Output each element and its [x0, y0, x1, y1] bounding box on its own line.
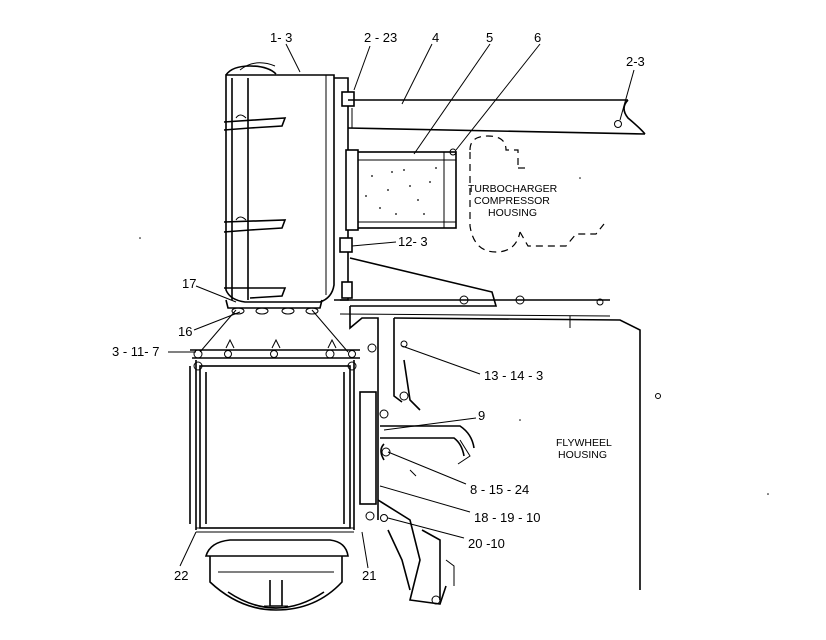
callout-20-10: 20 -10: [468, 536, 505, 551]
callout-17: 17: [182, 276, 196, 291]
turbo-label-line1: TURBOCHARGER: [468, 183, 558, 195]
flywheel-label-line2: HOUSING: [558, 449, 607, 461]
annotations: TURBOCHARGER COMPRESSOR HOUSING FLYWHEEL…: [468, 183, 612, 461]
callout-18-19-10: 18 - 19 - 10: [474, 510, 541, 525]
flywheel-label-line1: FLYWHEEL: [556, 437, 612, 449]
turbocharger-outline: [469, 135, 605, 253]
lower-filter: [189, 338, 377, 533]
callout-21: 21: [362, 568, 376, 583]
callout-6: 6: [534, 30, 541, 45]
callout-12-3: 12- 3: [398, 234, 428, 249]
callout-9: 9: [478, 408, 485, 423]
precleaner-cap: [204, 539, 349, 611]
turbo-label-line3: HOUSING: [488, 207, 537, 219]
callout-5: 5: [486, 30, 493, 45]
callout-22: 22: [174, 568, 188, 583]
mounting-bracket: [349, 306, 661, 590]
turbo-label-line2: COMPRESSOR: [474, 195, 550, 207]
callout-13-14-3: 13 - 14 - 3: [484, 368, 543, 383]
hose: [345, 148, 457, 231]
lower-bracket: [365, 469, 455, 605]
stray-marks: [139, 177, 769, 495]
tube-clamp: [379, 409, 475, 465]
callout-2-3: 2-3: [626, 54, 645, 69]
intake-tube: [347, 99, 646, 135]
upper-bracket: [339, 257, 611, 328]
callout-4: 4: [432, 30, 439, 45]
leader-lines: [168, 43, 635, 569]
callout-1-3: 1- 3: [270, 30, 292, 45]
callout-16: 16: [178, 324, 192, 339]
upper-air-cleaner: [223, 62, 355, 315]
callout-8-15-24: 8 - 15 - 24: [470, 482, 529, 497]
callout-labels: 1- 3 2 - 23 4 5 6 2-3 12- 3 17 16 3 - 11…: [112, 30, 645, 583]
callout-3-11-7: 3 - 11- 7: [112, 344, 159, 359]
callout-2-23: 2 - 23: [364, 30, 397, 45]
